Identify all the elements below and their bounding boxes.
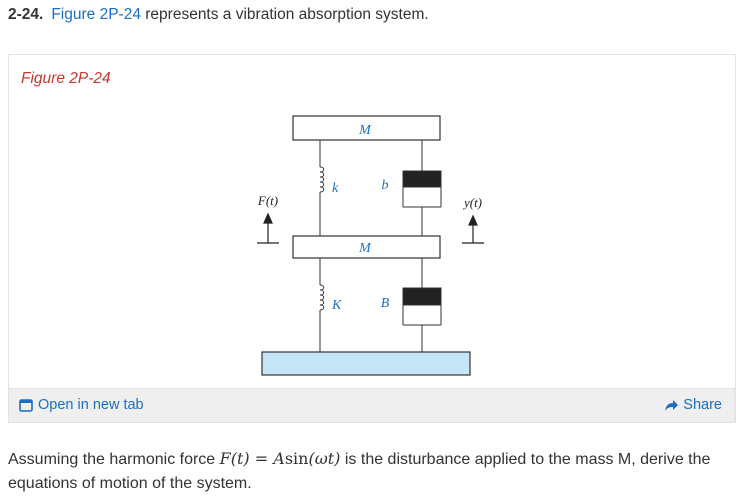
formula: F(t) = Asin(ωt) (220, 449, 341, 468)
question-suffix: is the disturbance applied to the mass M… (8, 451, 711, 492)
top-damper (402, 140, 442, 236)
ground-block (261, 351, 471, 376)
formula-lhs: F(t) (219, 449, 250, 468)
problem-header: 2-24. Figure 2P-24 represents a vibration… (8, 6, 429, 24)
bottom-spring (319, 258, 325, 352)
figure-toolbar: Open in new tab Share (8, 388, 735, 423)
question-prefix: Assuming the harmonic force (8, 451, 220, 468)
bottom-spring-label: K (331, 298, 342, 313)
displacement-label: y(t) (462, 195, 482, 210)
formula-fn: sin (284, 449, 309, 468)
figure-link[interactable]: Figure 2P-24 (51, 6, 141, 23)
figure-caption: Figure 2P-24 (21, 70, 111, 87)
force-label: F(t) (257, 193, 278, 208)
open-in-new-tab-button[interactable]: Open in new tab (19, 397, 144, 413)
bottom-damper (402, 258, 442, 352)
problem-title: represents a vibration absorption system… (140, 6, 429, 23)
problem-number: 2-24. (8, 6, 44, 23)
open-in-new-tab-icon (19, 398, 34, 413)
formula-eq: = (249, 449, 274, 468)
top-spring (319, 140, 325, 236)
top-damper-label: b (382, 178, 389, 193)
top-mass-label: M (358, 123, 372, 138)
bottom-damper-label: B (381, 296, 390, 311)
vibration-system-diagram: M k b F(t) y(t) (257, 115, 484, 376)
force-arrow (257, 212, 279, 244)
top-spring-label: k (332, 181, 339, 196)
bottom-mass-block (292, 235, 441, 259)
top-mass-block (292, 115, 441, 141)
share-icon (664, 399, 679, 412)
share-button[interactable]: Share (664, 397, 722, 413)
open-in-new-tab-label: Open in new tab (38, 397, 144, 413)
figure-card: Figure 2P-24 M k b F(t) y(t) (8, 54, 736, 423)
formula-coef: A (273, 449, 285, 468)
displacement-arrow (462, 214, 484, 244)
formula-arg: (ωt) (308, 449, 341, 468)
question-text: Assuming the harmonic force F(t) = Asin(… (8, 447, 730, 496)
bottom-mass-label: M (358, 241, 372, 256)
share-label: Share (683, 397, 722, 413)
